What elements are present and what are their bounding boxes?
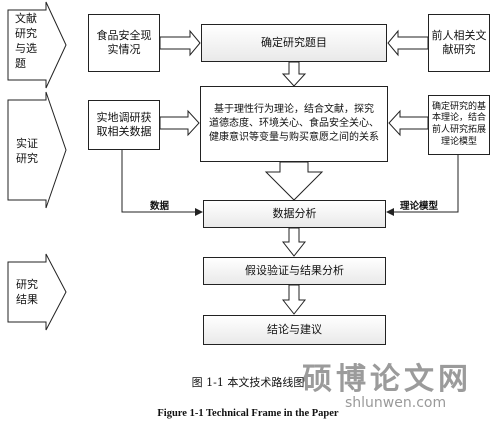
phase-label-2: 实证 研究: [16, 137, 38, 165]
arrow-topic-to-hypothesis: [281, 61, 307, 87]
line-survey-to-analysis: [121, 150, 196, 213]
caption-english: Figure 1-1 Technical Frame in the Paper: [157, 408, 339, 419]
edge-label-data: 数据: [150, 201, 170, 212]
phase-arrow-1: [7, 1, 67, 89]
arrow-survey-to-hypothesis: [159, 109, 200, 137]
arrow-analysis-to-verify: [281, 227, 307, 257]
box-food-safety-situation: 食品安全现 实情况: [88, 14, 160, 72]
phase-label-3: 研究 结果: [16, 278, 38, 306]
box-base-theory: 确定研究的基 本理论，结合 前人研究拓展 理论模型: [428, 95, 490, 155]
arrow-lit-to-topic: [387, 29, 429, 57]
edge-label-theory-model: 理论模型: [400, 201, 439, 212]
phase-arrow-3: [7, 253, 67, 331]
arrow-theory-to-hypothesis: [388, 109, 429, 137]
box-determine-topic: 确定研究题目: [201, 24, 387, 62]
arrowhead-data: [195, 208, 203, 216]
box-field-survey: 实地调研获 取相关数据: [88, 100, 160, 150]
box-data-analysis: 数据分析: [203, 200, 386, 228]
box-hypothesis-verification: 假设验证与结果分析: [203, 257, 386, 285]
arrow-hypothesis-to-analysis: [264, 161, 324, 201]
arrow-verify-to-conclusion: [281, 284, 307, 315]
line-theory-to-analysis: [392, 155, 459, 213]
box-conclusion: 结论与建议: [203, 315, 386, 345]
arrow-food-to-topic: [159, 29, 201, 57]
arrowhead-model: [386, 208, 394, 216]
box-prior-literature: 前人相关文 献研究: [428, 14, 490, 72]
phase-arrow-2: [7, 91, 67, 209]
box-hypothesis: 基于理性行为理论，结合文献，探究 道德态度、环境关心、食品安全关心、 健康意识等…: [200, 86, 388, 162]
caption-chinese: 图 1-1 本文技术路线图: [191, 376, 305, 389]
phase-label-1: 文献 研究 与选 题: [15, 12, 37, 70]
watermark-text: 硕博论文网: [302, 362, 472, 397]
watermark-url: shlunwen.com: [345, 395, 447, 411]
